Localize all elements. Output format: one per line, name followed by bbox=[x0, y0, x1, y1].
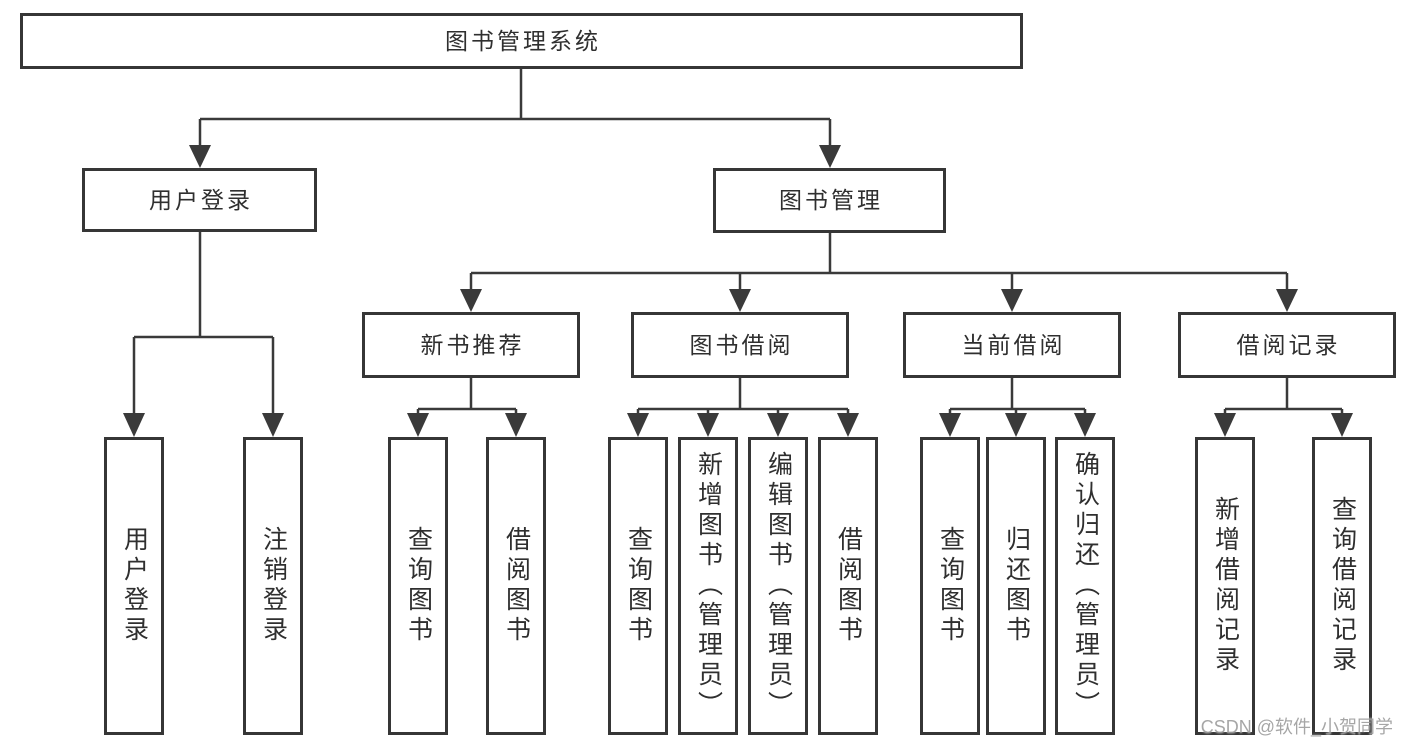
leaf-current-confirm-return-admin: 确认归还（管理员） bbox=[1055, 437, 1115, 735]
leaf-borrow-edit-book-admin: 编辑图书（管理员） bbox=[748, 437, 808, 735]
leaf-user-login: 用户登录 bbox=[104, 437, 164, 735]
leaf-borrow-edit-book-admin-label: 编辑图书（管理员） bbox=[764, 451, 793, 721]
leaf-current-query-book: 查询图书 bbox=[920, 437, 980, 735]
leaf-current-confirm-return-admin-label: 确认归还（管理员） bbox=[1071, 451, 1100, 721]
leaf-records-add-borrow-record-label: 新增借阅记录 bbox=[1211, 496, 1240, 676]
leaf-current-query-book-label: 查询图书 bbox=[936, 526, 965, 646]
leaf-records-query-borrow-record-label: 查询借阅记录 bbox=[1328, 496, 1357, 676]
leaf-recommend-query-book: 查询图书 bbox=[388, 437, 448, 735]
leaf-recommend-borrow-book-label: 借阅图书 bbox=[502, 526, 531, 646]
leaf-borrow-borrow-book: 借阅图书 bbox=[818, 437, 878, 735]
node-borrowing-records-label: 借阅记录 bbox=[1236, 331, 1341, 358]
node-book-borrowing-label: 图书借阅 bbox=[689, 331, 794, 358]
node-root-label: 图书管理系统 bbox=[445, 27, 601, 54]
watermark: CSDN @软件_小贺同学 bbox=[1201, 713, 1393, 739]
leaf-borrow-query-book-label: 查询图书 bbox=[624, 526, 653, 646]
leaf-user-login-label: 用户登录 bbox=[120, 526, 149, 646]
leaf-recommend-borrow-book: 借阅图书 bbox=[486, 437, 546, 735]
node-book-management: 图书管理 bbox=[713, 168, 946, 233]
watermark-text: CSDN @软件_小贺同学 bbox=[1200, 717, 1393, 737]
leaf-borrow-borrow-book-label: 借阅图书 bbox=[834, 526, 863, 646]
leaf-recommend-query-book-label: 查询图书 bbox=[404, 526, 433, 646]
node-book-borrowing: 图书借阅 bbox=[631, 312, 849, 378]
leaf-borrow-add-book-admin-label: 新增图书（管理员） bbox=[694, 451, 723, 721]
leaf-current-return-book-label: 归还图书 bbox=[1002, 526, 1031, 646]
node-new-book-recommendation-label: 新书推荐 bbox=[420, 331, 525, 358]
node-new-book-recommendation: 新书推荐 bbox=[362, 312, 580, 378]
node-user-login: 用户登录 bbox=[82, 168, 317, 232]
node-user-login-label: 用户登录 bbox=[149, 186, 253, 213]
leaf-borrow-query-book: 查询图书 bbox=[608, 437, 668, 735]
leaf-logout-label: 注销登录 bbox=[259, 526, 288, 646]
node-current-borrowing-label: 当前借阅 bbox=[961, 331, 1066, 358]
leaf-logout: 注销登录 bbox=[243, 437, 303, 735]
leaf-records-query-borrow-record: 查询借阅记录 bbox=[1312, 437, 1372, 735]
node-book-management-label: 图书管理 bbox=[779, 187, 883, 213]
node-borrowing-records: 借阅记录 bbox=[1178, 312, 1396, 378]
leaf-current-return-book: 归还图书 bbox=[986, 437, 1046, 735]
node-current-borrowing: 当前借阅 bbox=[903, 312, 1121, 378]
node-root: 图书管理系统 bbox=[20, 13, 1023, 69]
leaf-records-add-borrow-record: 新增借阅记录 bbox=[1195, 437, 1255, 735]
leaf-borrow-add-book-admin: 新增图书（管理员） bbox=[678, 437, 738, 735]
